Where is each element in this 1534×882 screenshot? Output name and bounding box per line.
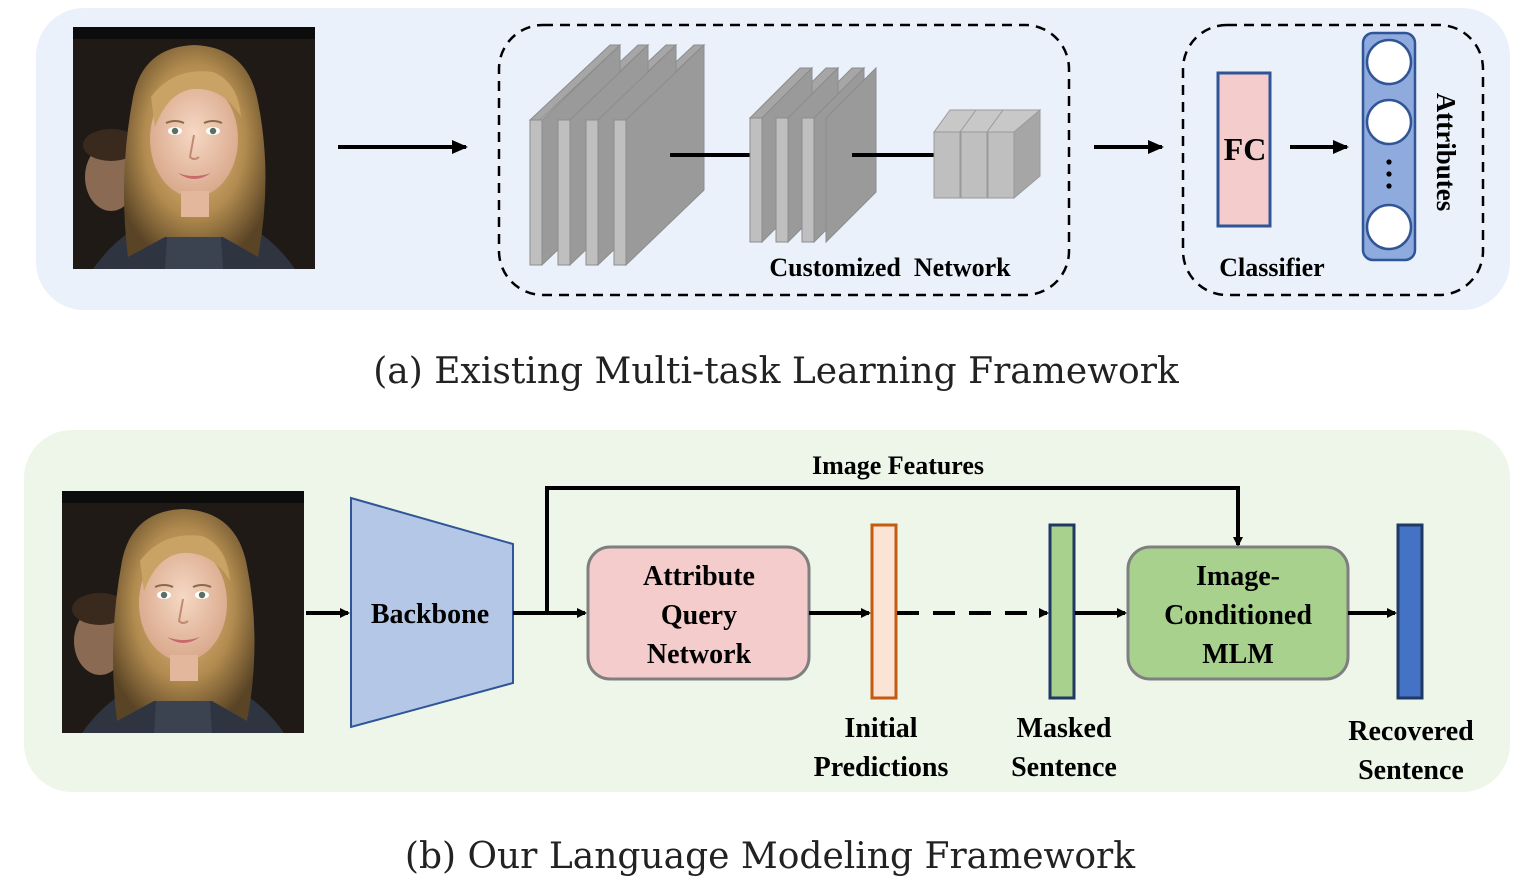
conv-layer-small: [933, 108, 1041, 200]
masked-sentence-label-2: Sentence: [1011, 752, 1117, 783]
recovered-sentence-label-1: Recovered: [1348, 716, 1474, 747]
fc-layer: [1216, 71, 1272, 228]
face-photo-icon: [61, 490, 305, 734]
masked-sentence-bar: [1048, 523, 1076, 700]
attribute-node: [1365, 98, 1413, 146]
image-features-path: [545, 486, 1243, 613]
conv-layer-medium: [748, 66, 877, 244]
classifier-label: Classifier: [1219, 253, 1324, 282]
attribute-node: [1365, 38, 1413, 86]
initial-predictions-label-2: Predictions: [814, 752, 949, 783]
image-features-label: Image Features: [812, 451, 984, 480]
masked-sentence-label-1: Masked: [1017, 713, 1112, 744]
backbone-label: Backbone: [371, 599, 489, 630]
initial-predictions-bar: [870, 523, 898, 700]
query-label-line-2: Query: [661, 600, 737, 631]
attribute-node: [1365, 203, 1413, 251]
query-label-line-3: Network: [647, 639, 752, 670]
recovered-sentence-label-2: Sentence: [1358, 755, 1464, 786]
attributes-output: [1361, 31, 1417, 262]
mlm-label-line-2: Conditioned: [1164, 600, 1312, 631]
caption-a: (a) Existing Multi-task Learning Framewo…: [373, 351, 1180, 392]
backbone-block: [350, 496, 514, 729]
recovered-sentence-bar: [1396, 523, 1424, 700]
mlm-label-line-1: Image-: [1196, 561, 1280, 592]
face-photo-icon: [72, 26, 316, 270]
fc-label: FC: [1224, 131, 1267, 167]
query-label-line-1: Attribute: [643, 561, 755, 592]
classifier-box: [1181, 23, 1485, 297]
caption-b: (b) Our Language Modeling Framework: [405, 836, 1136, 877]
mlm-label-line-3: MLM: [1202, 639, 1274, 670]
attributes-label: Attributes: [1431, 93, 1461, 211]
customized-network-box: [497, 23, 1071, 297]
initial-predictions-label-1: Initial: [844, 713, 917, 744]
ellipsis-dots: [1386, 159, 1392, 189]
conv-layer-large: [528, 43, 706, 267]
customized-network-label: Customized Network: [769, 253, 1011, 282]
